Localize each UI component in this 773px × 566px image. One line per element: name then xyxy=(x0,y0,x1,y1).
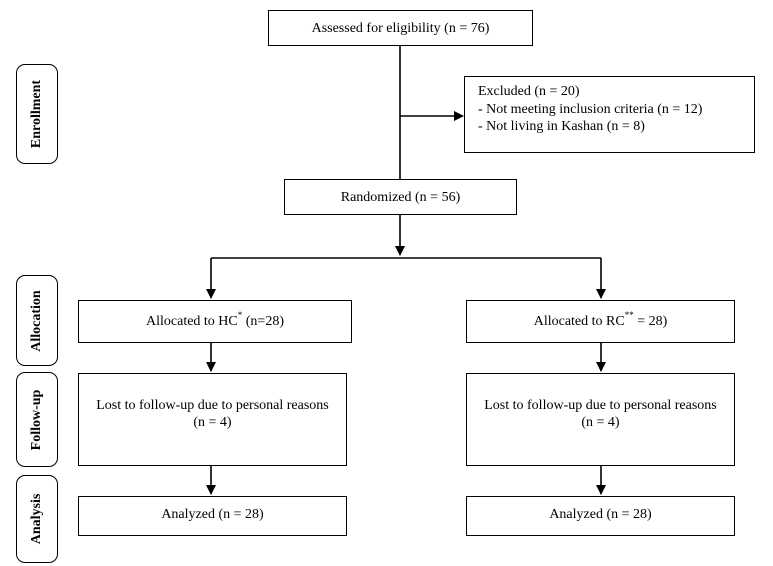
analysis-hc-box: Analyzed (n = 28) xyxy=(78,496,347,536)
excluded-reason: - Not meeting inclusion criteria (n = 12… xyxy=(478,101,703,117)
analysis-rc-box: Analyzed (n = 28) xyxy=(466,496,735,536)
allocated-hc-suffix: (n=28) xyxy=(242,314,284,329)
assessed-text: Assessed for eligibility (n = 76) xyxy=(311,20,490,36)
excluded-title: Excluded (n = 20) xyxy=(478,84,580,99)
excluded-reason: - Not living in Kashan (n = 8) xyxy=(478,119,645,134)
allocated-hc-text: Allocated to HC* (n=28) xyxy=(146,310,284,330)
allocated-rc-footnote-mark: ** xyxy=(624,310,634,321)
allocated-rc-text: Allocated to RC** = 28) xyxy=(533,310,668,330)
followup-rc-box: Lost to follow-up due to personal reason… xyxy=(466,373,735,466)
stage-follow-up-label: Follow-up xyxy=(29,389,44,450)
followup-rc-line2: (n = 4) xyxy=(581,415,620,430)
allocated-rc-box: Allocated to RC** = 28) xyxy=(466,300,735,343)
assessed-box: Assessed for eligibility (n = 76) xyxy=(268,10,533,46)
followup-rc-line1: Lost to follow-up due to personal reason… xyxy=(484,398,717,413)
allocated-rc-prefix: Allocated to RC xyxy=(533,314,625,329)
excluded-box: Excluded (n = 20) - Not meeting inclusio… xyxy=(464,76,755,153)
stage-analysis-label: Analysis xyxy=(29,493,44,545)
analysis-rc-text: Analyzed (n = 28) xyxy=(549,506,652,522)
followup-hc-line2: (n = 4) xyxy=(193,415,232,430)
allocated-hc-footnote-mark: * xyxy=(237,310,243,321)
followup-hc-line1: Lost to follow-up due to personal reason… xyxy=(96,398,329,413)
randomized-text: Randomized (n = 56) xyxy=(340,189,461,205)
stage-allocation-label: Allocation xyxy=(29,289,44,352)
stage-follow-up: Follow-up xyxy=(16,372,58,467)
randomized-box: Randomized (n = 56) xyxy=(284,179,517,215)
allocated-rc-suffix: = 28) xyxy=(633,314,668,329)
stage-allocation: Allocation xyxy=(16,275,58,366)
stage-enrollment: Enrollment xyxy=(16,64,58,164)
stage-analysis: Analysis xyxy=(16,475,58,563)
allocated-hc-box: Allocated to HC* (n=28) xyxy=(78,300,352,343)
allocated-hc-prefix: Allocated to HC xyxy=(146,314,238,329)
analysis-hc-text: Analyzed (n = 28) xyxy=(161,506,264,522)
stage-enrollment-label: Enrollment xyxy=(29,79,44,149)
followup-hc-box: Lost to follow-up due to personal reason… xyxy=(78,373,347,466)
